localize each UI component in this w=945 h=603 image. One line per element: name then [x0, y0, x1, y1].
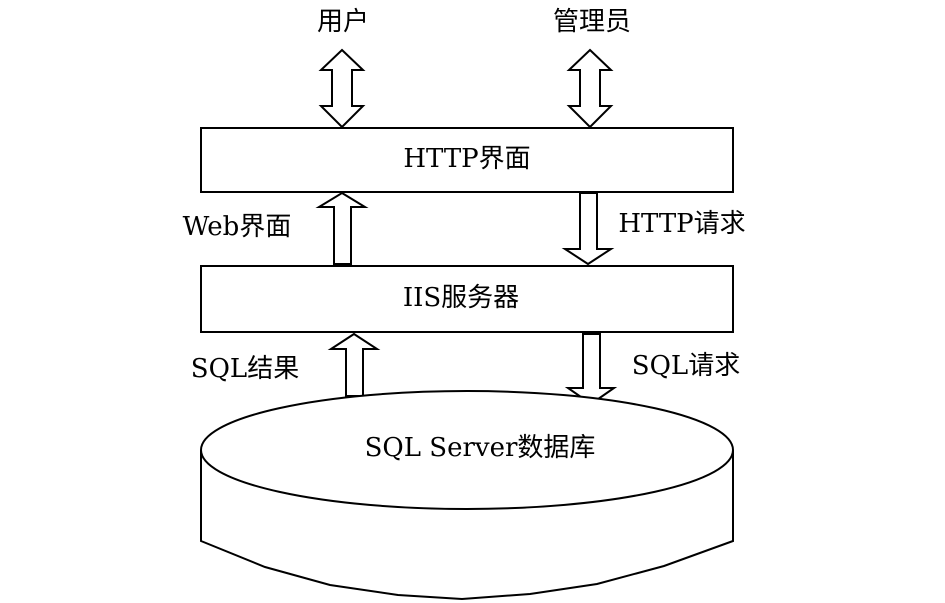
sql-result-flow-label: SQL结果	[190, 354, 300, 384]
iis-server-label: IIS服务器	[402, 283, 520, 313]
database-top-ellipse	[200, 390, 734, 510]
http-ui-box	[200, 127, 734, 193]
database-label: SQL Server数据库	[364, 433, 596, 463]
http-request-down-arrow	[561, 192, 615, 266]
http-request-flow-label: HTTP请求	[618, 209, 746, 239]
admin-http-double-arrow	[566, 48, 614, 129]
user-http-double-arrow	[318, 48, 366, 129]
sql-request-flow-label: SQL请求	[631, 351, 741, 381]
iis-server-box	[200, 265, 734, 333]
http-ui-label: HTTP界面	[403, 144, 531, 174]
sql-request-down-arrow	[564, 333, 618, 406]
actor-user-label: 用户	[316, 7, 370, 37]
sql-result-up-arrow	[327, 332, 381, 397]
web-ui-flow-label: Web界面	[182, 212, 292, 242]
web-ui-up-arrow	[315, 191, 369, 265]
actor-admin-label: 管理员	[552, 7, 632, 37]
